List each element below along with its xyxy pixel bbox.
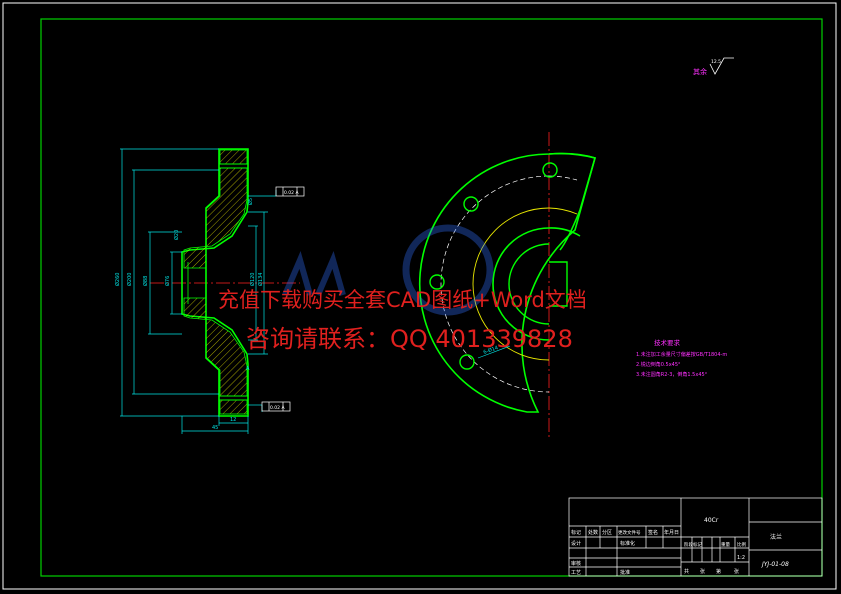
dim-45: 45 <box>212 425 218 431</box>
tb-head-sign: 签名 <box>648 529 658 536</box>
dim-12: 12 <box>230 417 236 423</box>
tb-head-doc: 更改文件号 <box>618 529 641 536</box>
tb-row-mark: 标记 <box>571 529 581 536</box>
tb-ratio: 比例 <box>737 541 746 548</box>
dim-d20: Ø20 <box>173 230 180 240</box>
tb-row-design: 设计 <box>571 540 581 547</box>
tb-page: 第 <box>716 568 721 575</box>
tb-part-name: 法兰 <box>770 533 782 541</box>
dim-d5: Ø5 <box>247 198 254 205</box>
tech-note-3: 3.未注圆角R2-3，倒角1.5x45° <box>636 371 708 378</box>
inner-frame <box>40 18 823 577</box>
tb-approve: 批准 <box>620 569 630 576</box>
tb-head-count: 处数 <box>588 529 598 536</box>
dim-d260: Ø260 <box>114 273 121 286</box>
surface-finish: 其余 12.5 <box>693 57 734 76</box>
finish-label: 其余 <box>693 67 707 76</box>
tb-sheets-1: 张 <box>700 568 705 575</box>
watermark-line-2: 咨询请联系：QQ 401339828 <box>246 325 573 353</box>
tb-total: 共 <box>684 568 689 575</box>
dim-d88: Ø88 <box>142 276 149 286</box>
tech-note-2: 2.锐边倒角0.5x45° <box>636 361 681 368</box>
dim-d120: Ø120 <box>249 273 256 286</box>
tb-drawing-no: JYJ-01-08 <box>761 561 789 568</box>
tb-material: 40Cr <box>704 517 719 524</box>
title-block <box>568 497 823 577</box>
dim-d134: Ø134 <box>257 273 264 286</box>
tb-row-process: 工艺 <box>571 570 581 576</box>
watermark-line-1: 充值下载购买全套CAD图纸+Word文档 <box>218 288 587 312</box>
finish-value: 12.5 <box>711 59 721 65</box>
tb-head-date: 年月日 <box>664 529 679 536</box>
tb-scale: 1:2 <box>737 555 745 561</box>
tech-note-1: 1.未注加工余量尺寸偏差按GB/T1804-m <box>636 351 727 358</box>
tb-sheets-2: 张 <box>734 568 739 575</box>
datum-a: A <box>246 366 250 372</box>
dim-d76: Ø76 <box>164 276 171 286</box>
front-view: 6-Ø14 <box>418 132 596 440</box>
dim-holes: 6-Ø14 <box>482 344 499 356</box>
tech-title: 技术要求 <box>654 338 681 347</box>
tb-row-review: 审核 <box>571 560 581 567</box>
tb-stage: 阶段标记 <box>684 541 702 548</box>
gdt-bottom: 0.02 A <box>270 405 285 411</box>
tb-standardize: 标准化 <box>620 540 635 547</box>
tb-weight: 重量 <box>721 541 730 548</box>
section-view: Ø260 Ø200 Ø88 Ø76 Ø134 Ø5 Ø20 45 12 Ø120… <box>114 148 305 434</box>
tb-head-zone: 分区 <box>602 529 612 536</box>
tech-requirements: 技术要求 1.未注加工余量尺寸偏差按GB/T1804-m 2.锐边倒角0.5x4… <box>636 338 727 378</box>
logo-watermark <box>282 224 494 316</box>
gdt-top: 0.02 A <box>284 190 299 196</box>
dim-d200: Ø200 <box>126 273 133 286</box>
